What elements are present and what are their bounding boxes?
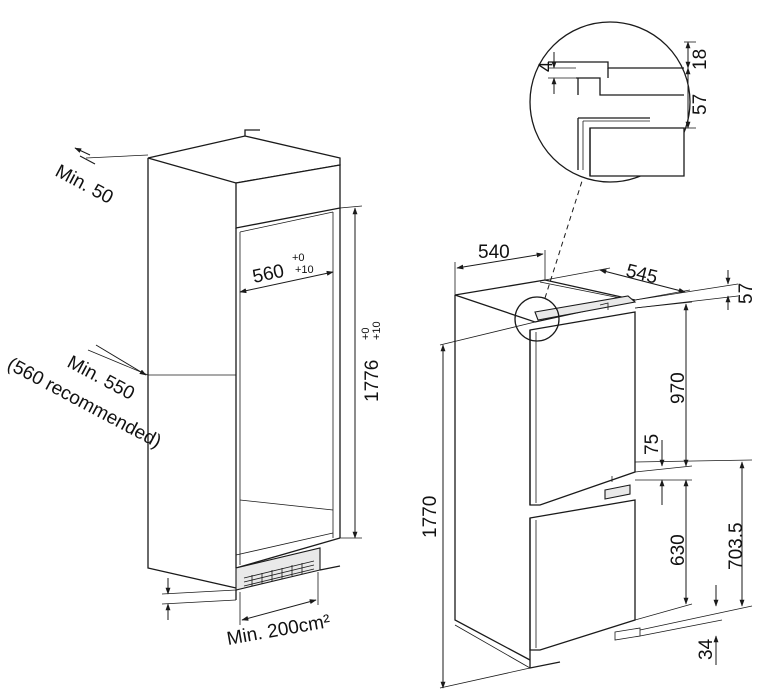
detail-profile-drawing [548,61,685,177]
dimension-width-540: 540 [454,242,546,295]
width-value: 560 [251,261,286,288]
dimension-height-1770: 1770 [420,321,536,689]
dimension-top-57: 57 [634,270,757,310]
upper-970-label: 970 [668,372,689,404]
depth-545-label: 545 [624,260,660,288]
dimension-lower-703-5: 703.5 [634,459,753,631]
height-value: 1776 [362,360,383,402]
dimension-upper-970: 970 [634,301,693,473]
width-tol-lower: +10 [295,264,314,276]
cabinet-niche-drawing [147,129,341,600]
width-540-label: 540 [478,242,510,263]
height-1770-label: 1770 [420,496,441,538]
detail-4-label: 4 [536,61,557,72]
gap-75-label: 75 [642,434,663,455]
appliance-drawing [454,279,641,669]
min-50-label: Min. 50 [52,161,117,209]
dimension-detail-18-57: 18 57 [684,41,711,129]
dimension-min-50: Min. 50 [52,147,149,209]
height-tol-lower: +10 [371,321,383,340]
detail-57-label: 57 [690,94,711,115]
vent-area-label: Min. 200cm² [225,611,332,650]
dimension-foot-34: 34 [639,585,723,665]
lower-703-5-label: 703.5 [726,522,747,570]
top-57-label: 57 [736,283,757,304]
lower-630-label: 630 [668,534,689,566]
height-tol-upper: +0 [360,327,372,340]
width-tol-upper: +0 [292,252,305,264]
dimension-detail-4: 4 [536,52,576,94]
dimension-width-560: 560 +0 +10 [239,252,334,294]
dimension-gap-75: 75 [635,434,692,505]
vent-grille-icon [243,560,315,587]
detail-18-label: 18 [690,49,711,70]
dimension-lower-630: 630 [634,479,693,621]
dimension-depth-550: Min. 550 (560 recommended) [4,344,165,453]
dimension-plinth-gap [161,578,237,620]
dimension-height-1776: 1776 +0 +10 [339,205,383,539]
foot-34-label: 34 [696,638,717,660]
